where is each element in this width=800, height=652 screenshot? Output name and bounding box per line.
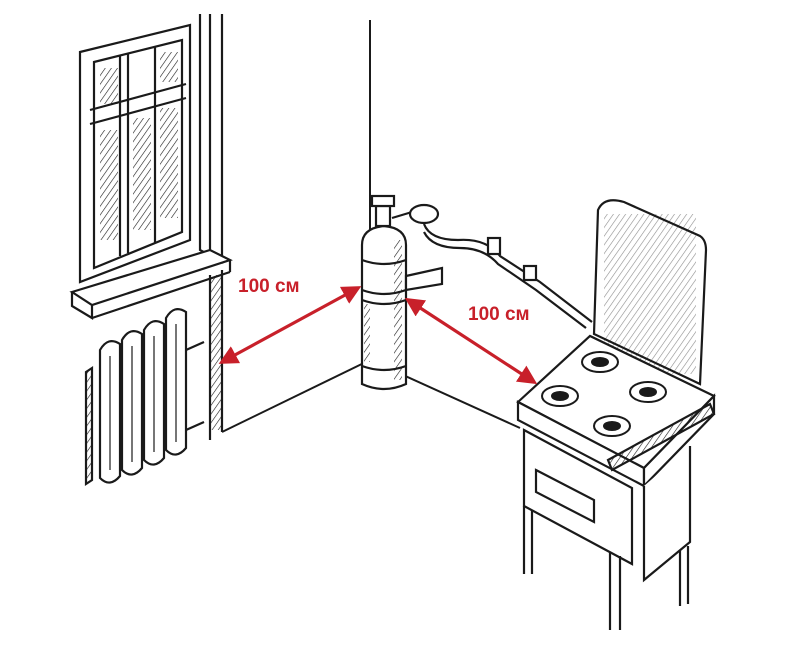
distance-arrow-window xyxy=(218,286,362,364)
gas-hose xyxy=(391,203,593,329)
burners xyxy=(541,351,667,437)
distance-label-window: 100 см xyxy=(238,276,300,297)
distance-arrow-stove xyxy=(404,297,538,385)
gas-stove xyxy=(516,199,716,630)
distance-label-stove: 100 см xyxy=(468,304,530,325)
radiator xyxy=(84,307,205,487)
gas-cylinder xyxy=(360,194,444,391)
window xyxy=(69,14,233,440)
